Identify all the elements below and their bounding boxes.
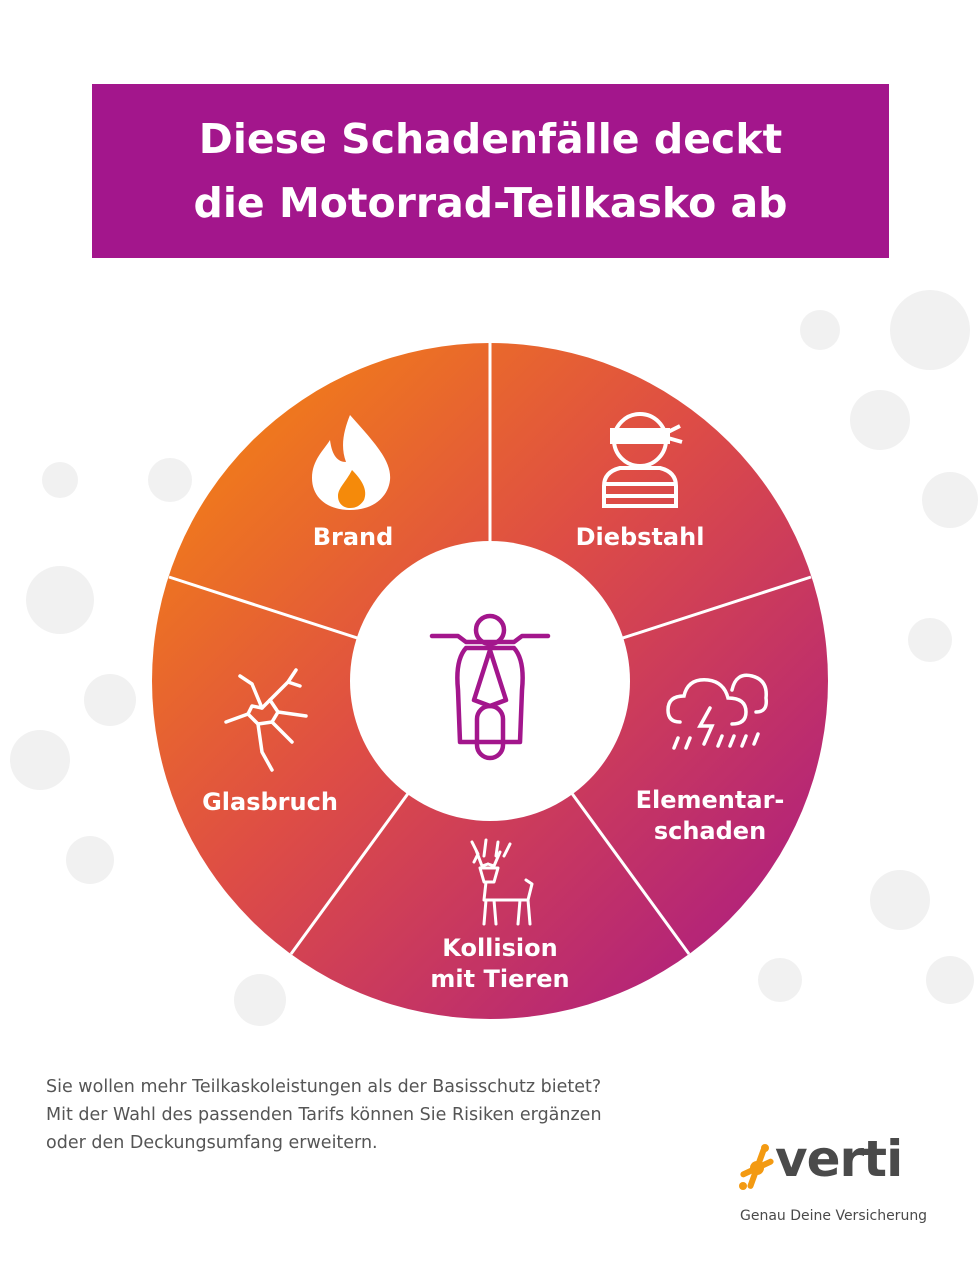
segment-label-line: Elementar-: [635, 786, 785, 814]
segment-label-line: Kollision: [442, 934, 558, 962]
segment-label-brand: Brand: [290, 522, 416, 553]
footnote-line-1: Sie wollen mehr Teilkaskoleistungen als …: [46, 1077, 602, 1097]
title-banner: Diese Schadenfälle deckt die Motorrad-Te…: [92, 84, 889, 258]
center-circle: [350, 541, 630, 821]
verti-logo: verti Genau Deine Versicherung: [735, 1130, 935, 1238]
segment-label-line: Glasbruch: [202, 788, 338, 816]
brand-tagline: Genau Deine Versicherung: [740, 1208, 928, 1224]
brand-name: verti: [775, 1130, 903, 1188]
segment-label-elementarschaden: Elementar- schaden: [630, 785, 790, 847]
segment-label-line: Brand: [312, 523, 394, 551]
deer-icon: [470, 838, 534, 926]
fire-icon: [312, 415, 391, 510]
footnote-line-3: oder den Deckungsumfang erweitern.: [46, 1133, 378, 1153]
segment-label-kollision: Kollision mit Tieren: [415, 933, 585, 995]
scooter-icon: [429, 613, 551, 761]
storm-cloud-icon: [666, 673, 769, 750]
segment-label-line: schaden: [653, 817, 767, 845]
title-line-1: Diese Schadenfälle deckt: [198, 115, 783, 163]
logo-figure-icon: [739, 1144, 774, 1190]
thief-icon: [602, 412, 683, 508]
segment-label-line: mit Tieren: [430, 965, 570, 993]
footnote-line-2: Mit der Wahl des passenden Tarifs können…: [46, 1105, 602, 1125]
title-line-2: die Motorrad-Teilkasko ab: [193, 179, 788, 227]
segment-label-line: Diebstahl: [575, 523, 705, 551]
segment-label-glasbruch: Glasbruch: [195, 787, 345, 818]
broken-glass-icon: [224, 668, 308, 772]
segment-label-diebstahl: Diebstahl: [565, 522, 715, 553]
footnote-text: Sie wollen mehr Teilkaskoleistungen als …: [46, 1073, 746, 1157]
